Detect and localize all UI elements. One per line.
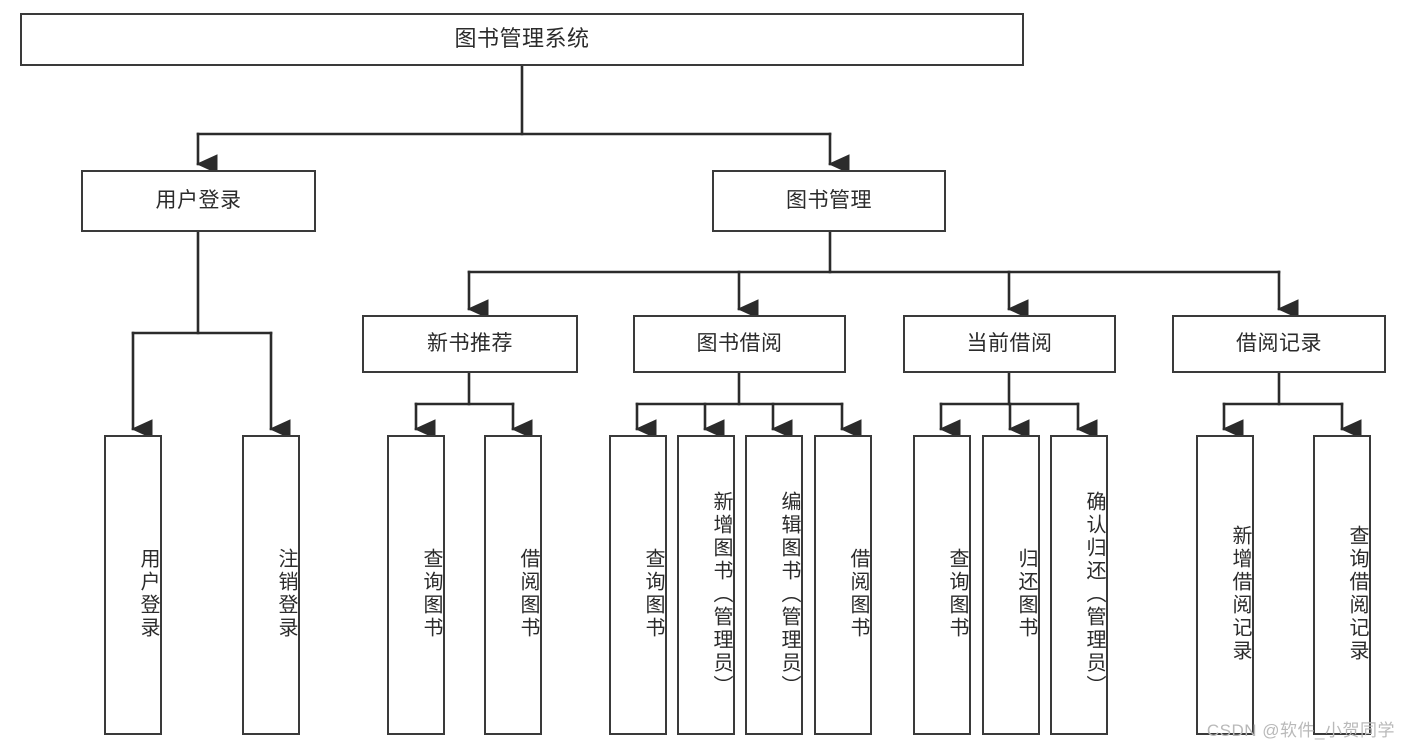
node-current-borrow[interactable]: 当前借阅	[903, 315, 1116, 373]
leaf-borrow-query-book[interactable]: 查询图书	[609, 435, 667, 735]
leaf-record-add-record[interactable]: 新增借阅记录	[1196, 435, 1254, 735]
leaf-borrow-edit-book-admin[interactable]: 编辑图书（管理员）	[745, 435, 803, 735]
leaf-borrow-borrow-book[interactable]: 借阅图书	[814, 435, 872, 735]
node-new-book-recommend[interactable]: 新书推荐	[362, 315, 578, 373]
node-root-book-management-system[interactable]: 图书管理系统	[20, 13, 1024, 66]
node-user-login[interactable]: 用户登录	[81, 170, 316, 232]
leaf-current-confirm-return-admin[interactable]: 确认归还（管理员）	[1050, 435, 1108, 735]
node-borrow-record[interactable]: 借阅记录	[1172, 315, 1386, 373]
node-book-management[interactable]: 图书管理	[712, 170, 946, 232]
node-book-borrow[interactable]: 图书借阅	[633, 315, 846, 373]
leaf-recommend-borrow-book[interactable]: 借阅图书	[484, 435, 542, 735]
leaf-user-login-login[interactable]: 用户登录	[104, 435, 162, 735]
leaf-record-query-record[interactable]: 查询借阅记录	[1313, 435, 1371, 735]
leaf-borrow-add-book-admin[interactable]: 新增图书（管理员）	[677, 435, 735, 735]
leaf-current-query-book[interactable]: 查询图书	[913, 435, 971, 735]
csdn-watermark: CSDN @软件_小贺同学	[1206, 721, 1395, 740]
leaf-current-return-book[interactable]: 归还图书	[982, 435, 1040, 735]
leaf-user-login-logout[interactable]: 注销登录	[242, 435, 300, 735]
leaf-recommend-query-book[interactable]: 查询图书	[387, 435, 445, 735]
